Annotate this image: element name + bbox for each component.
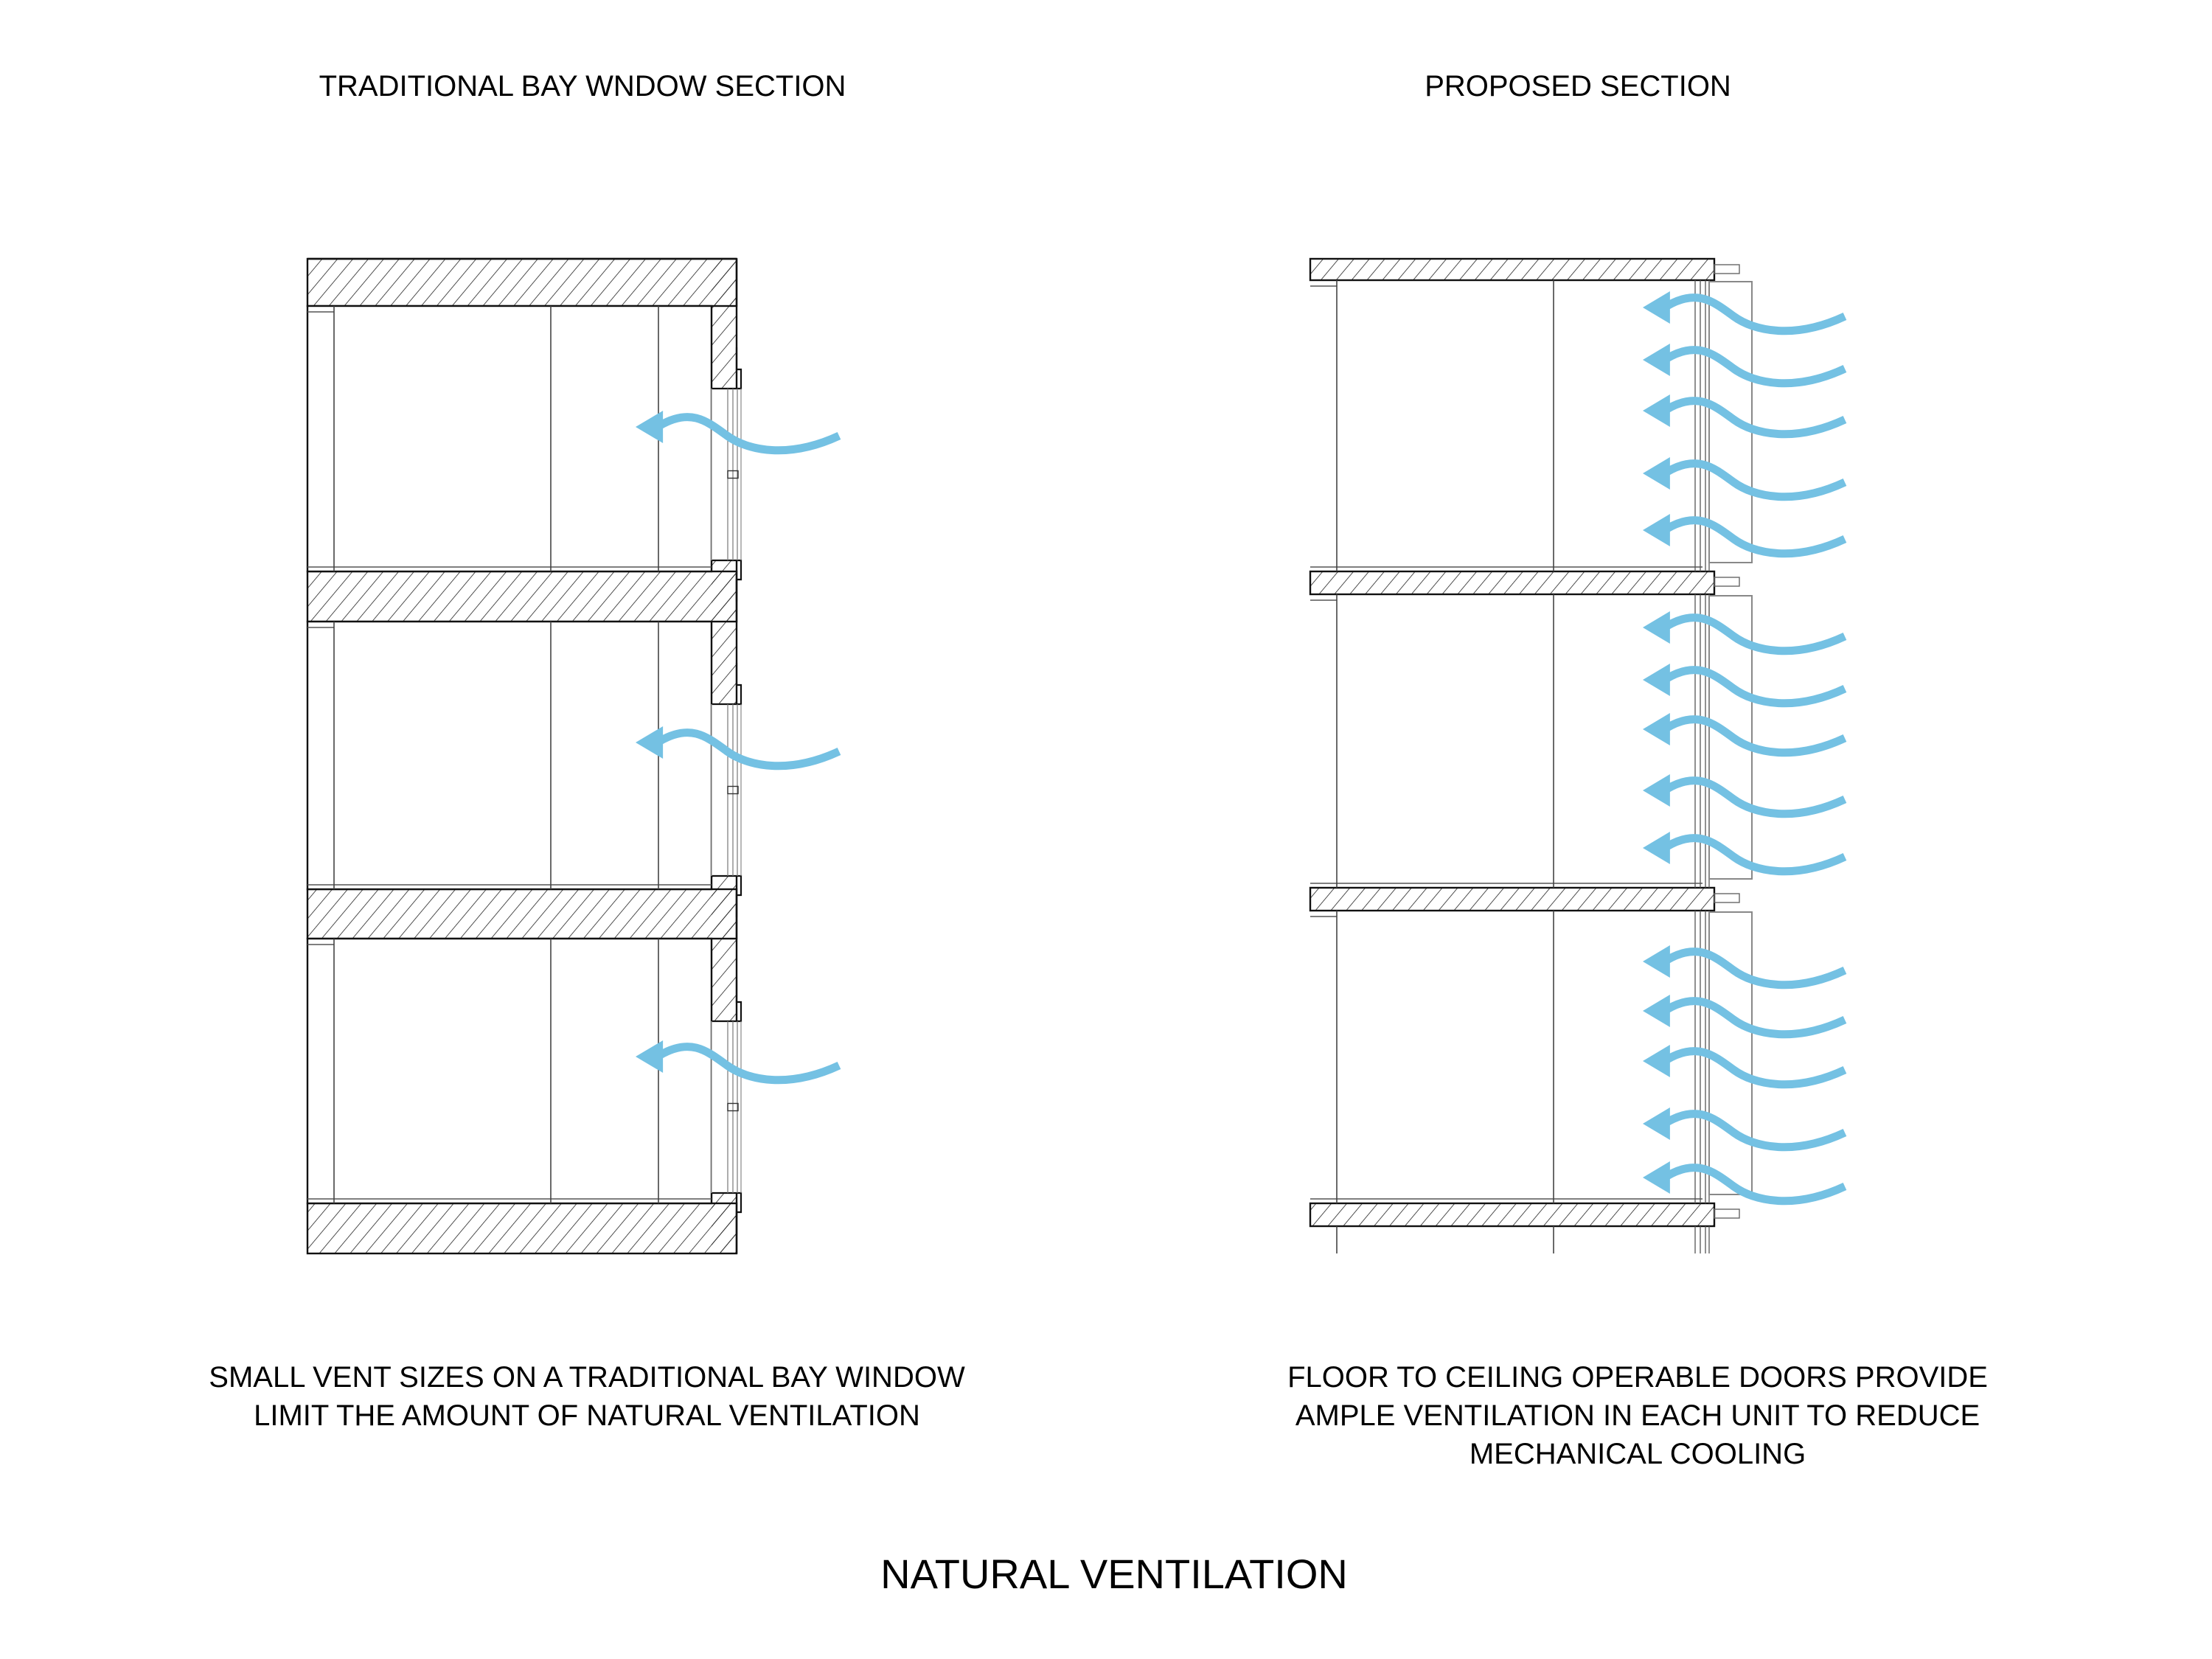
window-latch [727, 1102, 739, 1112]
room-interior [306, 937, 713, 1205]
floor-slab [306, 888, 738, 940]
window-opening [712, 389, 741, 560]
proposed-airflow-arrow-stroke [1665, 834, 1847, 876]
window-head-profile [712, 347, 742, 390]
traditional-airflow-arrow-stroke [658, 1043, 841, 1085]
room-interior [306, 620, 713, 891]
proposed-airflow-arrow-head [1643, 291, 1670, 324]
proposed-airflow-arrow-head [1643, 1107, 1670, 1140]
proposed-section [1309, 257, 1753, 1253]
proposed-airflow-arrow-stroke [1665, 666, 1847, 708]
proposed-airflow-arrow-stroke [1665, 459, 1847, 501]
proposed-airflow-arrow-head [1643, 832, 1670, 864]
proposed-airflow-arrow-stroke [1665, 1047, 1847, 1089]
window-sill-profile [712, 874, 742, 917]
slab-edge-bracket [1714, 1208, 1740, 1219]
proposed-airflow-arrow-head [1643, 664, 1670, 696]
traditional-airflow-arrow-stroke [658, 413, 841, 455]
proposed-airflow-arrow-head [1643, 945, 1670, 978]
floor-slab [306, 257, 738, 307]
window-opening [712, 704, 741, 876]
proposed-airflow-arrow-head [1643, 995, 1670, 1027]
proposed-airflow-arrow-head [1643, 514, 1670, 546]
window-latch [727, 785, 739, 795]
proposed-section-title: PROPOSED SECTION [1425, 70, 1731, 102]
window-head-profile [712, 980, 742, 1023]
floor-slab [306, 1202, 738, 1255]
traditional-caption-line-1: SMALL VENT SIZES ON A TRADITIONAL BAY WI… [209, 1361, 965, 1394]
proposed-airflow-arrow-head [1643, 344, 1670, 376]
proposed-caption-line-2: AMPLE VENTILATION IN EACH UNIT TO REDUCE [1295, 1399, 1980, 1432]
traditional-caption-line-2: LIMIT THE AMOUNT OF NATURAL VENTILATION [254, 1399, 920, 1432]
proposed-airflow-arrow-stroke [1665, 997, 1847, 1039]
proposed-airflow-arrow-stroke [1665, 516, 1847, 558]
traditional-airflow-arrow-head [636, 726, 664, 759]
exterior-panel [1708, 281, 1753, 563]
proposed-airflow-arrow-head [1643, 394, 1670, 427]
proposed-caption-line-3: MECHANICAL COOLING [1469, 1438, 1806, 1470]
traditional-caption: SMALL VENT SIZES ON A TRADITIONAL BAY WI… [168, 1358, 1006, 1435]
proposed-airflow-arrow-head [1643, 1161, 1670, 1194]
proposed-airflow-arrow-stroke [1665, 613, 1847, 655]
window-sill-profile [712, 1192, 742, 1234]
traditional-airflow-arrow-stroke [658, 728, 841, 771]
slab-edge-bracket [1714, 893, 1740, 903]
proposed-airflow-arrow-stroke [1665, 1164, 1847, 1206]
proposed-airflow-arrow-stroke [1665, 397, 1847, 439]
floor-slab [1309, 1202, 1716, 1228]
proposed-airflow-arrow-stroke [1665, 776, 1847, 818]
window-latch [727, 470, 739, 479]
airflow-arrows [636, 291, 1847, 1206]
window-opening [712, 1021, 741, 1193]
proposed-airflow-arrow-head [1643, 457, 1670, 490]
window-head-profile [712, 663, 742, 706]
slab-edge-bracket [1714, 264, 1740, 274]
traditional-section-title: TRADITIONAL BAY WNDOW SECTION [319, 70, 846, 102]
traditional-section [306, 257, 742, 1255]
proposed-airflow-arrow-stroke [1665, 293, 1847, 335]
proposed-airflow-arrow-stroke [1665, 1110, 1847, 1152]
floor-slab [1309, 886, 1716, 912]
proposed-caption: FLOOR TO CEILING OPERABLE DOORS PROVIDE … [1253, 1358, 2022, 1473]
traditional-airflow-arrow-head [636, 1040, 664, 1073]
proposed-airflow-arrow-stroke [1665, 947, 1847, 990]
proposed-airflow-arrow-head [1643, 713, 1670, 745]
proposed-airflow-arrow-stroke [1665, 346, 1847, 388]
exterior-panel [1708, 595, 1753, 880]
room-interior [306, 305, 713, 573]
proposed-airflow-arrow-head [1643, 1045, 1670, 1077]
diagram-title: NATURAL VENTILATION [880, 1551, 1348, 1597]
floor-slab [306, 570, 738, 623]
proposed-caption-line-1: FLOOR TO CEILING OPERABLE DOORS PROVIDE [1287, 1361, 1988, 1394]
window-sill-profile [712, 559, 742, 602]
traditional-airflow-arrow-head [636, 411, 664, 443]
proposed-airflow-arrow-head [1643, 774, 1670, 807]
slab-edge-bracket [1714, 577, 1740, 587]
proposed-airflow-arrow-head [1643, 611, 1670, 644]
floor-slab [1309, 257, 1716, 282]
floor-slab [1309, 570, 1716, 596]
proposed-airflow-arrow-stroke [1665, 715, 1847, 757]
